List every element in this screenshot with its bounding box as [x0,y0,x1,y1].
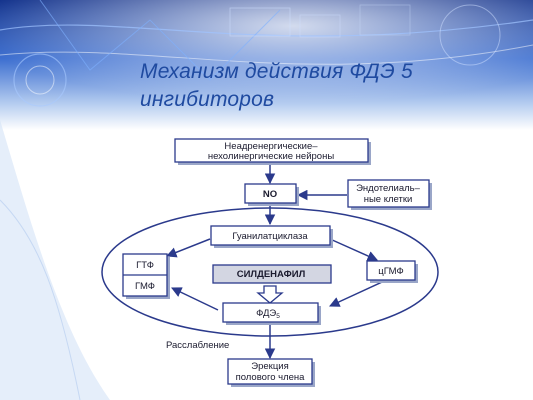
sildenafil-label: СИЛДЕНАФИЛ [237,269,306,280]
guanylate-cyclase-label: Гуанилатциклаза [232,231,308,242]
endothelial-node [347,179,430,208]
pde5-subscript: 5 [276,313,280,320]
no-label: NO [263,189,277,200]
slide-title-line2: ингибиторов [140,88,275,111]
endothelial-label-line1: Эндотелиаль– [356,183,421,194]
neurons-label-line1: Неадренергические– [224,141,318,152]
arrow-cyclase-to-gtp [166,238,211,258]
flowchart: Неадренергические– нехолинергические ней… [101,137,530,390]
slide-title-line1: Механизм действия ФДЭ 5 [140,60,413,83]
arrow-cyclase-to-cgmp [329,238,378,261]
sildenafil-node [212,264,332,284]
gtp-label: ГТФ [136,260,154,271]
neurons-label-line2: нехолинергические нейроны [208,151,334,162]
erection-node [227,358,313,385]
pde5-node [222,302,319,323]
cgmp-label: цГМФ [378,266,403,277]
inhibition-arrow [256,285,284,304]
endothelial-label-line2: ные клетки [364,194,413,205]
neurons-node [174,138,369,163]
erection-label-line2: полового члена [236,372,306,383]
arrow-cgmp-to-pde5 [329,281,383,307]
no-node [244,183,297,204]
guanylate-cyclase-node [210,225,331,246]
erection-label-line1: Эрекция [251,361,288,372]
arrow-pde5-to-gmp [171,287,219,311]
diagram-panel [103,137,530,390]
gmp-label: ГМФ [135,281,155,292]
cgmp-node [366,260,416,281]
relaxation-label: Расслабление [166,340,229,351]
pde5-label: ФДЭ5 [256,308,280,320]
pde5-text: ФДЭ [256,308,276,319]
